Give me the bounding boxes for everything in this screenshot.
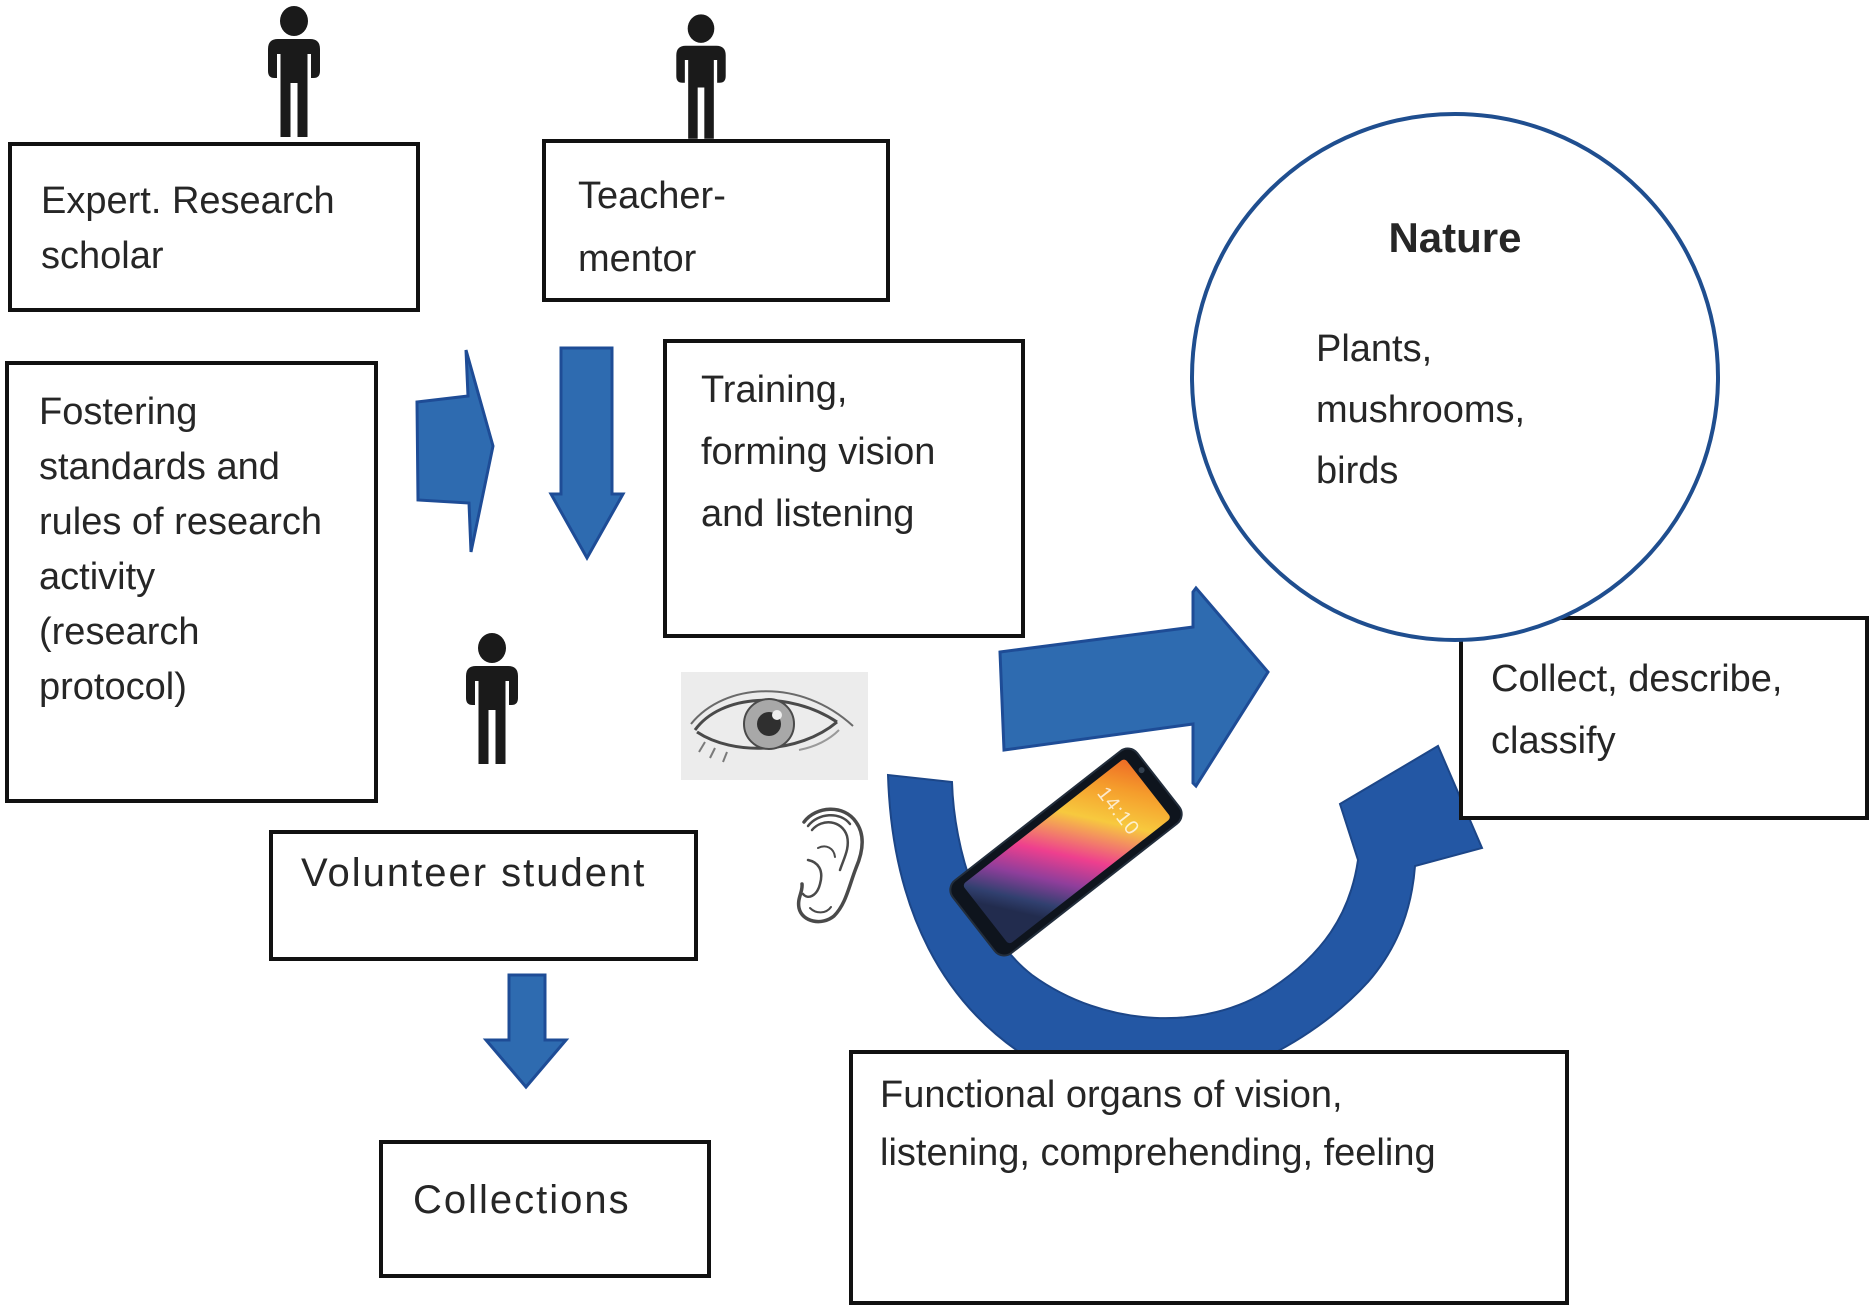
box-collect-describe-classify: Collect, describe, classify <box>1459 616 1869 820</box>
smartphone-icon: 14:10 <box>949 747 1183 957</box>
box-collections: Collections <box>379 1140 711 1278</box>
person-icon <box>466 633 518 764</box>
right-arrow <box>415 349 495 553</box>
circle-nature: Nature Plants, mushrooms, birds <box>1190 112 1720 642</box>
box-fostering-standards: Fostering standards and rules of researc… <box>5 361 378 803</box>
box-functional-organs: Functional organs of vision, listening, … <box>849 1050 1569 1305</box>
down-arrow <box>548 346 626 562</box>
person-icon <box>676 14 726 139</box>
ear-icon <box>786 804 868 927</box>
person-icon <box>268 6 320 137</box>
box-training: Training, forming vision and listening <box>663 339 1025 638</box>
eye-icon <box>681 672 868 780</box>
box-teacher-mentor: Teacher- mentor <box>542 139 890 302</box>
box-volunteer-student: Volunteer student <box>269 830 698 961</box>
box-expert-research-scholar: Expert. Research scholar <box>8 142 420 312</box>
curved-arrow <box>886 744 1484 1090</box>
circle-nature-title: Nature <box>1388 214 1522 261</box>
down-arrow <box>482 973 570 1090</box>
circle-nature-body: Plants, mushrooms, birds <box>1316 328 1526 492</box>
big-right-arrow <box>998 585 1270 789</box>
